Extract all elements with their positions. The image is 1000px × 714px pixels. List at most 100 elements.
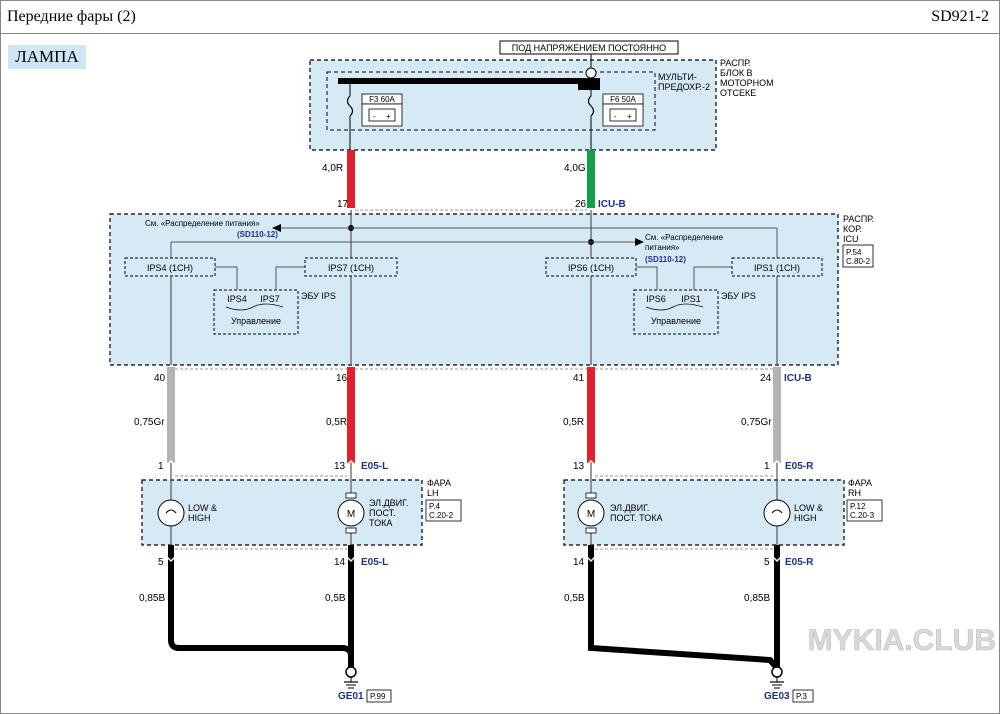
lh-ref-1: P.4 bbox=[429, 502, 441, 511]
wire-label-bot-4: 0,85B bbox=[744, 593, 770, 604]
pin-17: 17 bbox=[337, 199, 349, 210]
icu-label-1: РАСПР. bbox=[843, 214, 874, 224]
rh-label-2: RH bbox=[848, 488, 861, 498]
engine-box-label-4: ОТСЕКЕ bbox=[720, 88, 756, 98]
motor-icon bbox=[577, 499, 605, 527]
pin-lamp-1-r: 1 bbox=[764, 461, 770, 472]
header-bar: Передние фары (2) SD921-2 bbox=[1, 1, 999, 34]
rh-ref-1: P.12 bbox=[850, 502, 866, 511]
pin-lamp-14-r: 14 bbox=[573, 557, 585, 568]
pin-lamp-1: 1 bbox=[158, 461, 164, 472]
wire-0-75Gr-right bbox=[773, 367, 781, 463]
fuse-left-rating: F3 60A bbox=[369, 95, 395, 104]
icu-ref-2: C.80-2 bbox=[846, 257, 871, 266]
connector-icu-b-top: ICU-B bbox=[598, 199, 626, 210]
engine-box-label-2: БЛОК В bbox=[720, 68, 753, 78]
rh-motor-label-1: ЭЛ.ДВИГ. bbox=[610, 503, 649, 513]
power-node bbox=[585, 67, 597, 79]
wire-label-mid-1: 0,75Gr bbox=[134, 417, 165, 428]
ips6-box bbox=[545, 257, 637, 277]
lh-label-2: LH bbox=[427, 488, 439, 498]
watermark: MYKIA.CLUB bbox=[808, 624, 996, 657]
icu-ref-1: P.54 bbox=[846, 248, 862, 257]
ground-ge01-ref: P.99 bbox=[370, 692, 386, 701]
pin-16: 16 bbox=[336, 373, 348, 384]
headlamp-rh-module bbox=[563, 479, 845, 546]
wire-4-0R bbox=[347, 150, 355, 208]
fuse-left: F3 60A -+ bbox=[346, 84, 403, 150]
engine-box-label-1: РАСПР. bbox=[720, 58, 751, 68]
svg-text:+: + bbox=[627, 112, 632, 121]
connector-icu-b-bottom: ICU-B bbox=[784, 373, 812, 384]
constant-power-label: ПОД НАПРЯЖЕНИЕМ ПОСТОЯННО bbox=[512, 43, 666, 53]
ground-ge03-ref: P.3 bbox=[796, 692, 808, 701]
bulb-icon bbox=[763, 499, 791, 527]
fuse-symbol-icon bbox=[346, 95, 354, 117]
section-label: ЛАМПА bbox=[8, 45, 86, 69]
icu-label-2: КОР. bbox=[843, 224, 862, 234]
pin-lamp-14: 14 bbox=[334, 557, 346, 568]
arrow-right-icon bbox=[635, 238, 644, 246]
pin-lamp-5: 5 bbox=[158, 557, 164, 568]
pin-lamp-5-r: 5 bbox=[764, 557, 770, 568]
ips4-label: IPS4 (1CH) bbox=[147, 263, 193, 273]
lh-ref-2: C.20-2 bbox=[429, 511, 454, 520]
see-power-dist-1: См. «Распределение питания» bbox=[145, 219, 260, 228]
rh-motor-symbol: M bbox=[587, 509, 595, 520]
wire-0-5R-left bbox=[347, 367, 355, 463]
engine-box-label-3: МОТОРНОМ bbox=[720, 78, 774, 88]
rh-bulb-label-1: LOW & bbox=[794, 503, 823, 513]
pin-41: 41 bbox=[573, 373, 585, 384]
headlamp-lh-module bbox=[141, 479, 423, 546]
see-power-dist-2a: См. «Распределение bbox=[645, 233, 724, 242]
lh-motor-symbol: M bbox=[347, 509, 355, 520]
battery-icon bbox=[368, 108, 396, 122]
ref-sd110-1: (SD110-12) bbox=[237, 230, 278, 239]
lh-bulb-label-1: LOW & bbox=[188, 503, 217, 513]
multi-fuse-label-2: ПРЕДОХР.-2 bbox=[658, 82, 710, 92]
lh-motor-label-3: ТОКА bbox=[369, 518, 392, 528]
connector-e05r-bottom: E05-R bbox=[785, 557, 814, 568]
connector-e05l-bottom: E05-L bbox=[361, 557, 388, 568]
ref-sd110-2: (SD110-12) bbox=[645, 255, 686, 264]
wire-0-85B-left bbox=[168, 545, 354, 668]
fuse-right-rating: F6 50A bbox=[610, 95, 636, 104]
bulb-icon bbox=[157, 499, 185, 527]
ips1-label: IPS1 (1CH) bbox=[754, 263, 800, 273]
lh-bulb-label-2: HIGH bbox=[188, 513, 211, 523]
ecu-ips-right-label: ЭБУ IPS bbox=[721, 291, 756, 301]
wire-label-bot-2: 0,5B bbox=[325, 593, 346, 604]
page-title: Передние фары (2) bbox=[7, 8, 136, 25]
wire-4-0G bbox=[587, 150, 595, 208]
ecu-right-control: Управление bbox=[651, 316, 701, 326]
ips7-label: IPS7 (1CH) bbox=[328, 263, 374, 273]
see-power-dist-2b: питания» bbox=[645, 243, 680, 252]
arrow-left-icon bbox=[272, 224, 281, 232]
ips4-box bbox=[124, 257, 216, 277]
diagram-code: SD921-2 bbox=[931, 8, 989, 25]
connector-e05r-top: E05-R bbox=[785, 461, 814, 472]
rh-label-1: ФАРА bbox=[848, 478, 872, 488]
ecu-ips-left-label: ЭБУ IPS bbox=[301, 291, 336, 301]
constant-power-box bbox=[499, 40, 679, 55]
wire-label-top-right: 4,0G bbox=[564, 163, 586, 174]
ecu-right-ips6: IPS6 bbox=[646, 294, 666, 304]
pin-26: 26 bbox=[575, 199, 587, 210]
motor-icon bbox=[337, 499, 365, 527]
wire-label-bot-1: 0,85B bbox=[139, 593, 165, 604]
pin-lamp-13: 13 bbox=[334, 461, 346, 472]
ips6-label: IPS6 (1CH) bbox=[568, 263, 614, 273]
pin-lamp-13-r: 13 bbox=[573, 461, 585, 472]
svg-text:-: - bbox=[614, 112, 617, 121]
multi-fuse-block bbox=[326, 71, 656, 131]
pin-40: 40 bbox=[154, 373, 166, 384]
connector-e05l-top: E05-L bbox=[361, 461, 388, 472]
wire-0-75Gr-left bbox=[167, 367, 175, 463]
pin-24: 24 bbox=[760, 373, 772, 384]
wire-0-5B-right bbox=[588, 545, 780, 670]
ground-ge01: GE01 P.99 bbox=[338, 666, 392, 703]
ground-ge03-label: GE03 bbox=[764, 691, 790, 702]
rh-bulb-label-2: HIGH bbox=[794, 513, 817, 523]
ecu-ips-right bbox=[633, 289, 719, 335]
fuse-right: F6 50A - + bbox=[587, 90, 644, 150]
